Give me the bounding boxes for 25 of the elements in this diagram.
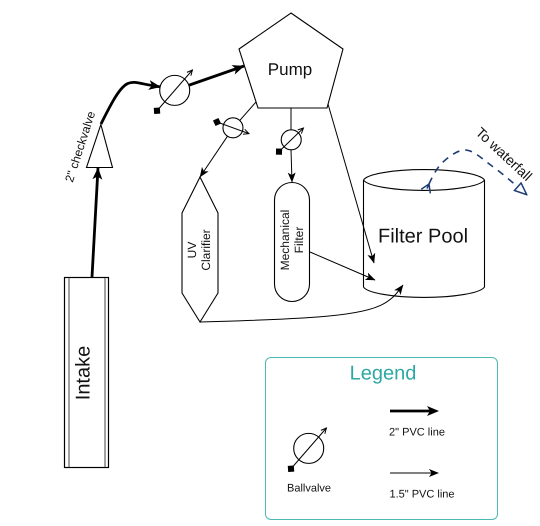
legend-title: Legend [350,362,416,386]
arrow [100,80,161,125]
node-label: Filter Pool [378,226,468,248]
arrow [310,252,376,280]
node-label: Intake [72,346,96,400]
legend-label: Ballvalve [286,482,332,496]
arrow [288,150,296,182]
arrow [188,64,244,86]
clarifier-hexagon [182,177,218,322]
node-label: Mechanical Filter [279,208,307,272]
legend-label: 1.5" PVC line [389,488,455,502]
filter-capsule [274,182,310,302]
pool-cylinder [363,168,485,299]
node-label: Pump [268,60,312,80]
dashed-arrow [420,149,528,196]
connector-line [239,102,256,122]
arrow [328,104,376,264]
arrow [90,168,102,278]
node-label: UV Clarifier [186,228,214,273]
connector-line [290,108,292,130]
arrow [200,284,404,322]
intake-pipe [64,277,109,468]
legend-label: 2" PVC line [389,426,445,440]
pump-pentagon [239,13,343,108]
arrow [200,136,228,178]
